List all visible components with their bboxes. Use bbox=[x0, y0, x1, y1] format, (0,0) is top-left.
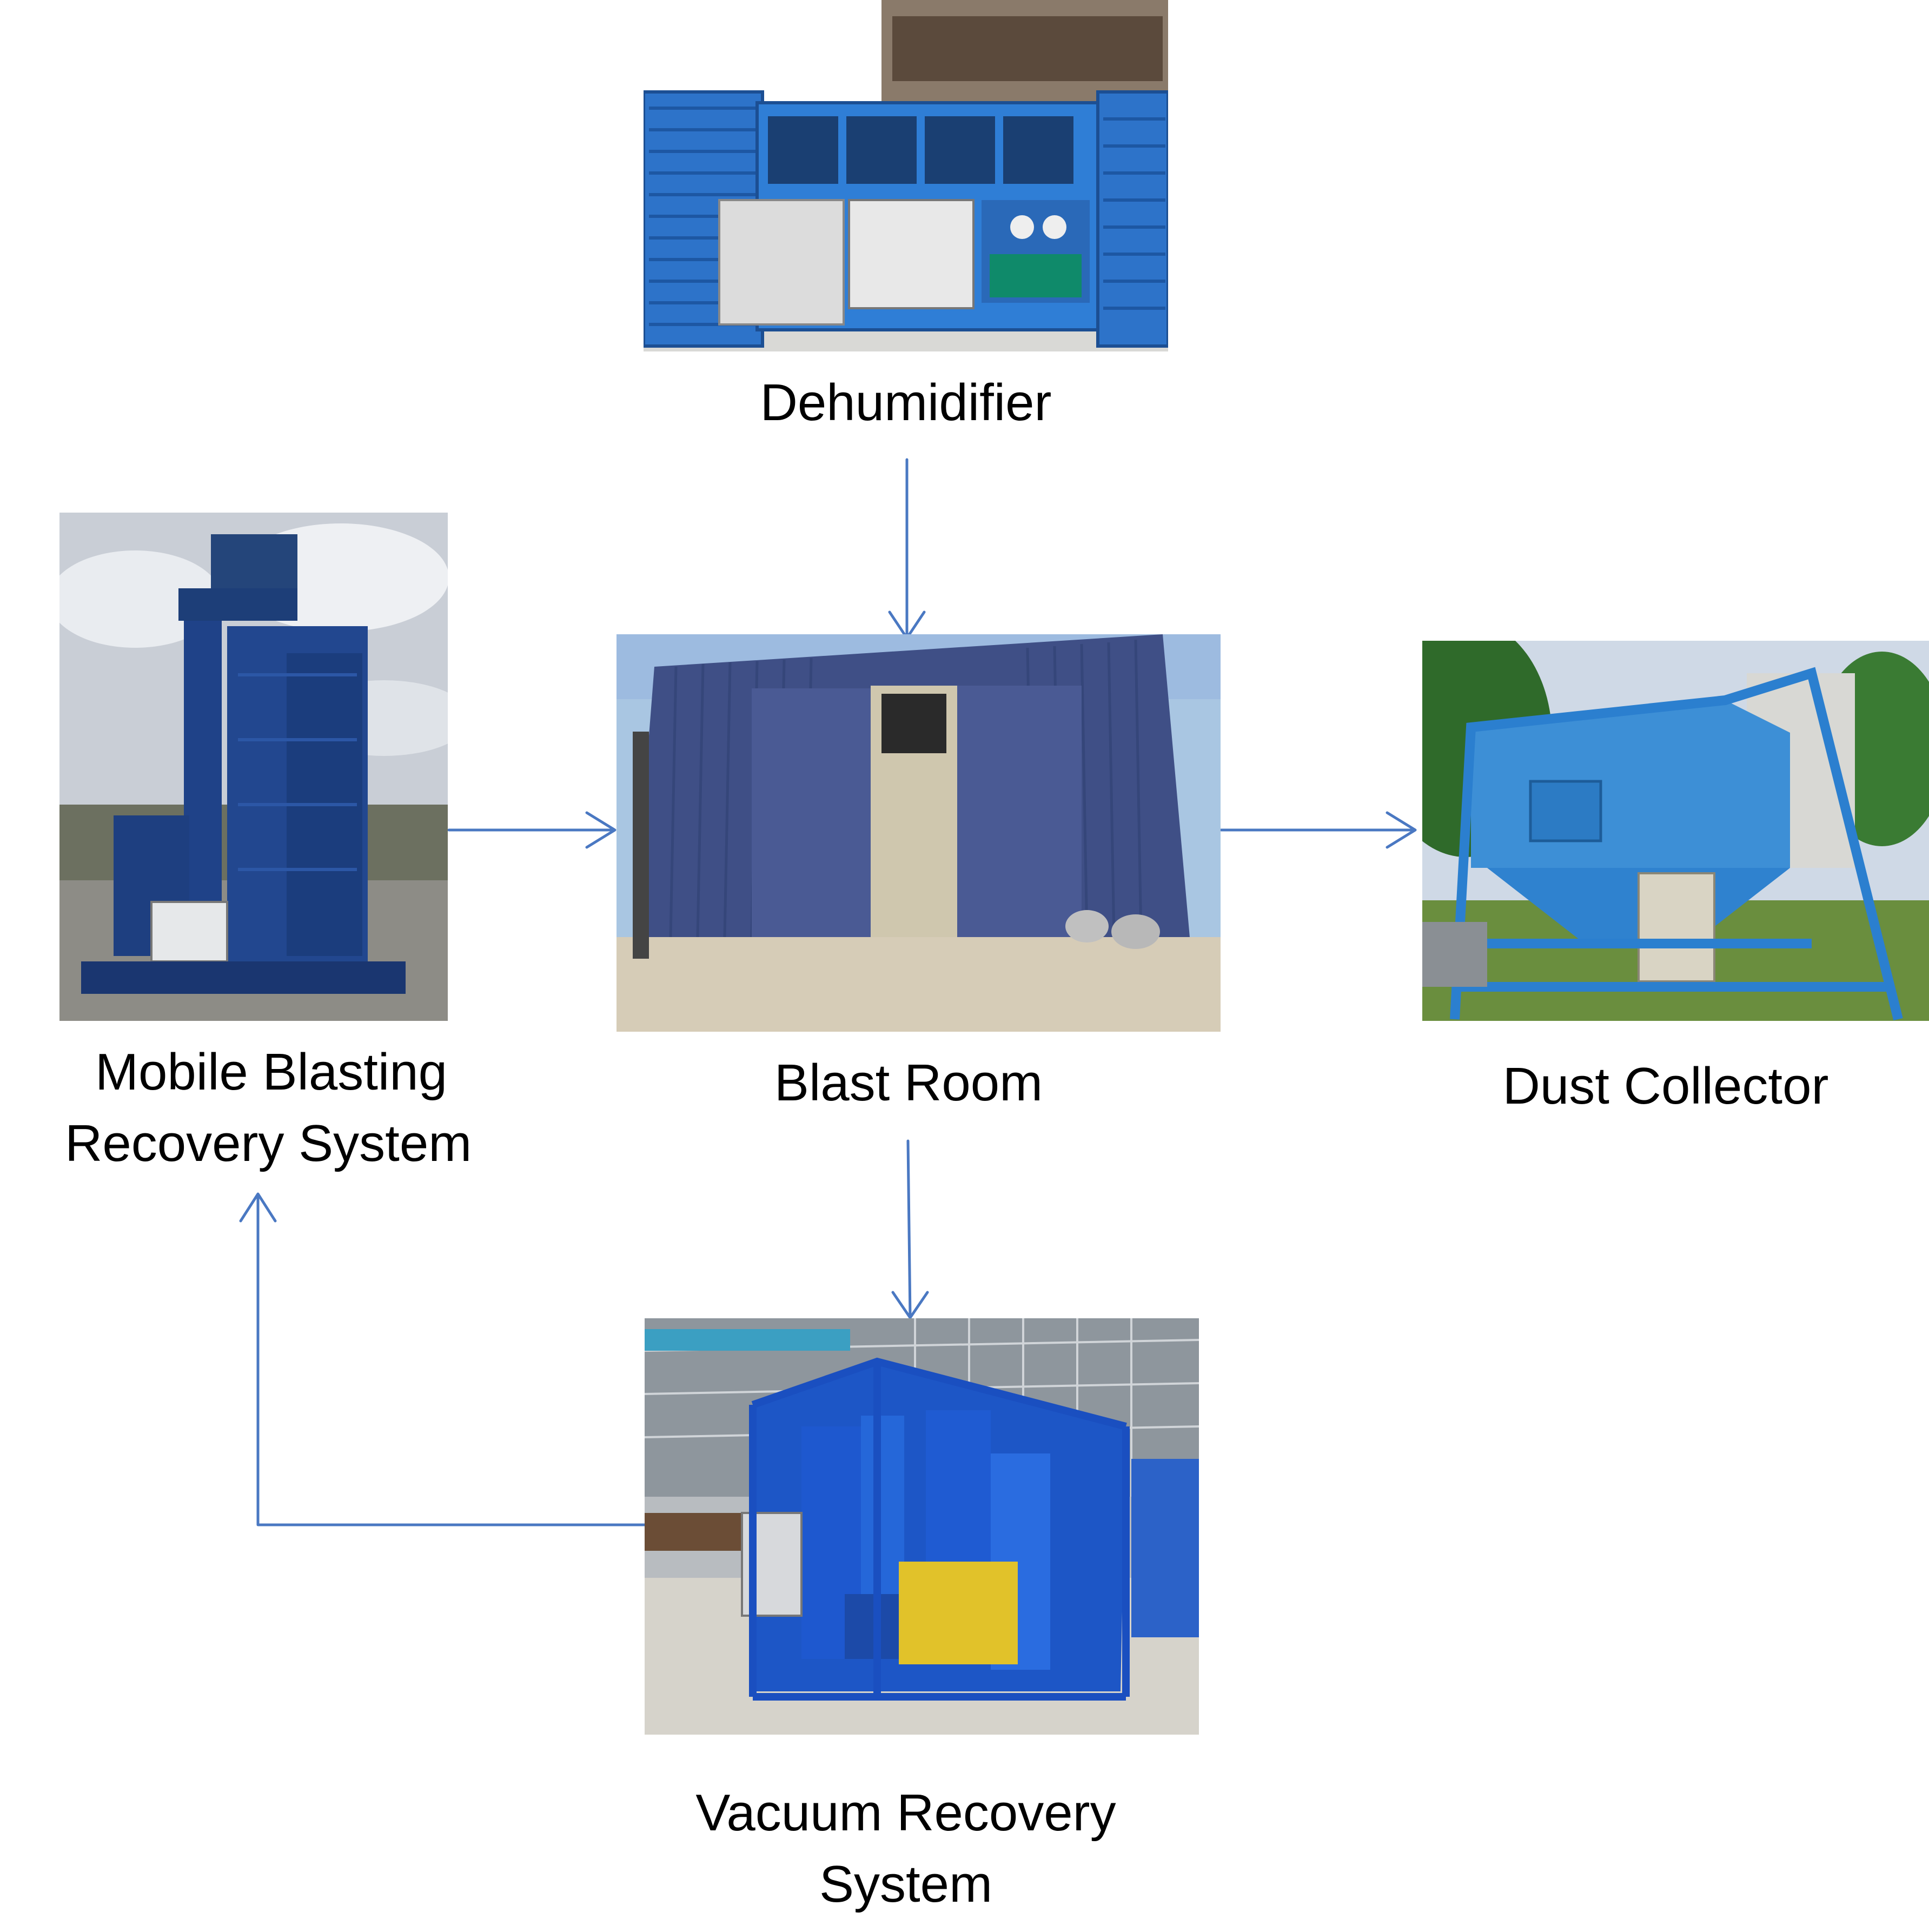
dehumidifier-photo bbox=[644, 0, 1168, 395]
blast-room-label: Blast Room bbox=[774, 1054, 1043, 1112]
arrow-mobile-blasting-to-blast-room bbox=[447, 811, 617, 849]
vacuum-recovery-label-line1: Vacuum Recovery bbox=[695, 1784, 1116, 1842]
arrow-vacuum-recovery-to-mobile-blasting bbox=[239, 1192, 646, 1526]
vacuum-recovery-photo bbox=[645, 1318, 1199, 1735]
blast-room-photo bbox=[617, 634, 1221, 1032]
mobile-blasting-label-line2: Recovery System bbox=[65, 1114, 472, 1172]
mobile-blasting-photo bbox=[59, 513, 448, 1021]
dust-collector-label: Dust Collector bbox=[1502, 1057, 1829, 1115]
dust-collector-photo bbox=[1422, 641, 1929, 1021]
mobile-blasting-label-line1: Mobile Blasting bbox=[95, 1043, 447, 1101]
vacuum-recovery-label-line2: System bbox=[819, 1855, 993, 1913]
dehumidifier-label: Dehumidifier bbox=[760, 374, 1052, 431]
arrow-blast-room-to-vacuum-recovery bbox=[891, 1139, 929, 1319]
arrow-blast-room-to-dust-collector bbox=[1219, 811, 1417, 849]
arrow-dehumidifier-to-blast-room bbox=[888, 458, 926, 640]
